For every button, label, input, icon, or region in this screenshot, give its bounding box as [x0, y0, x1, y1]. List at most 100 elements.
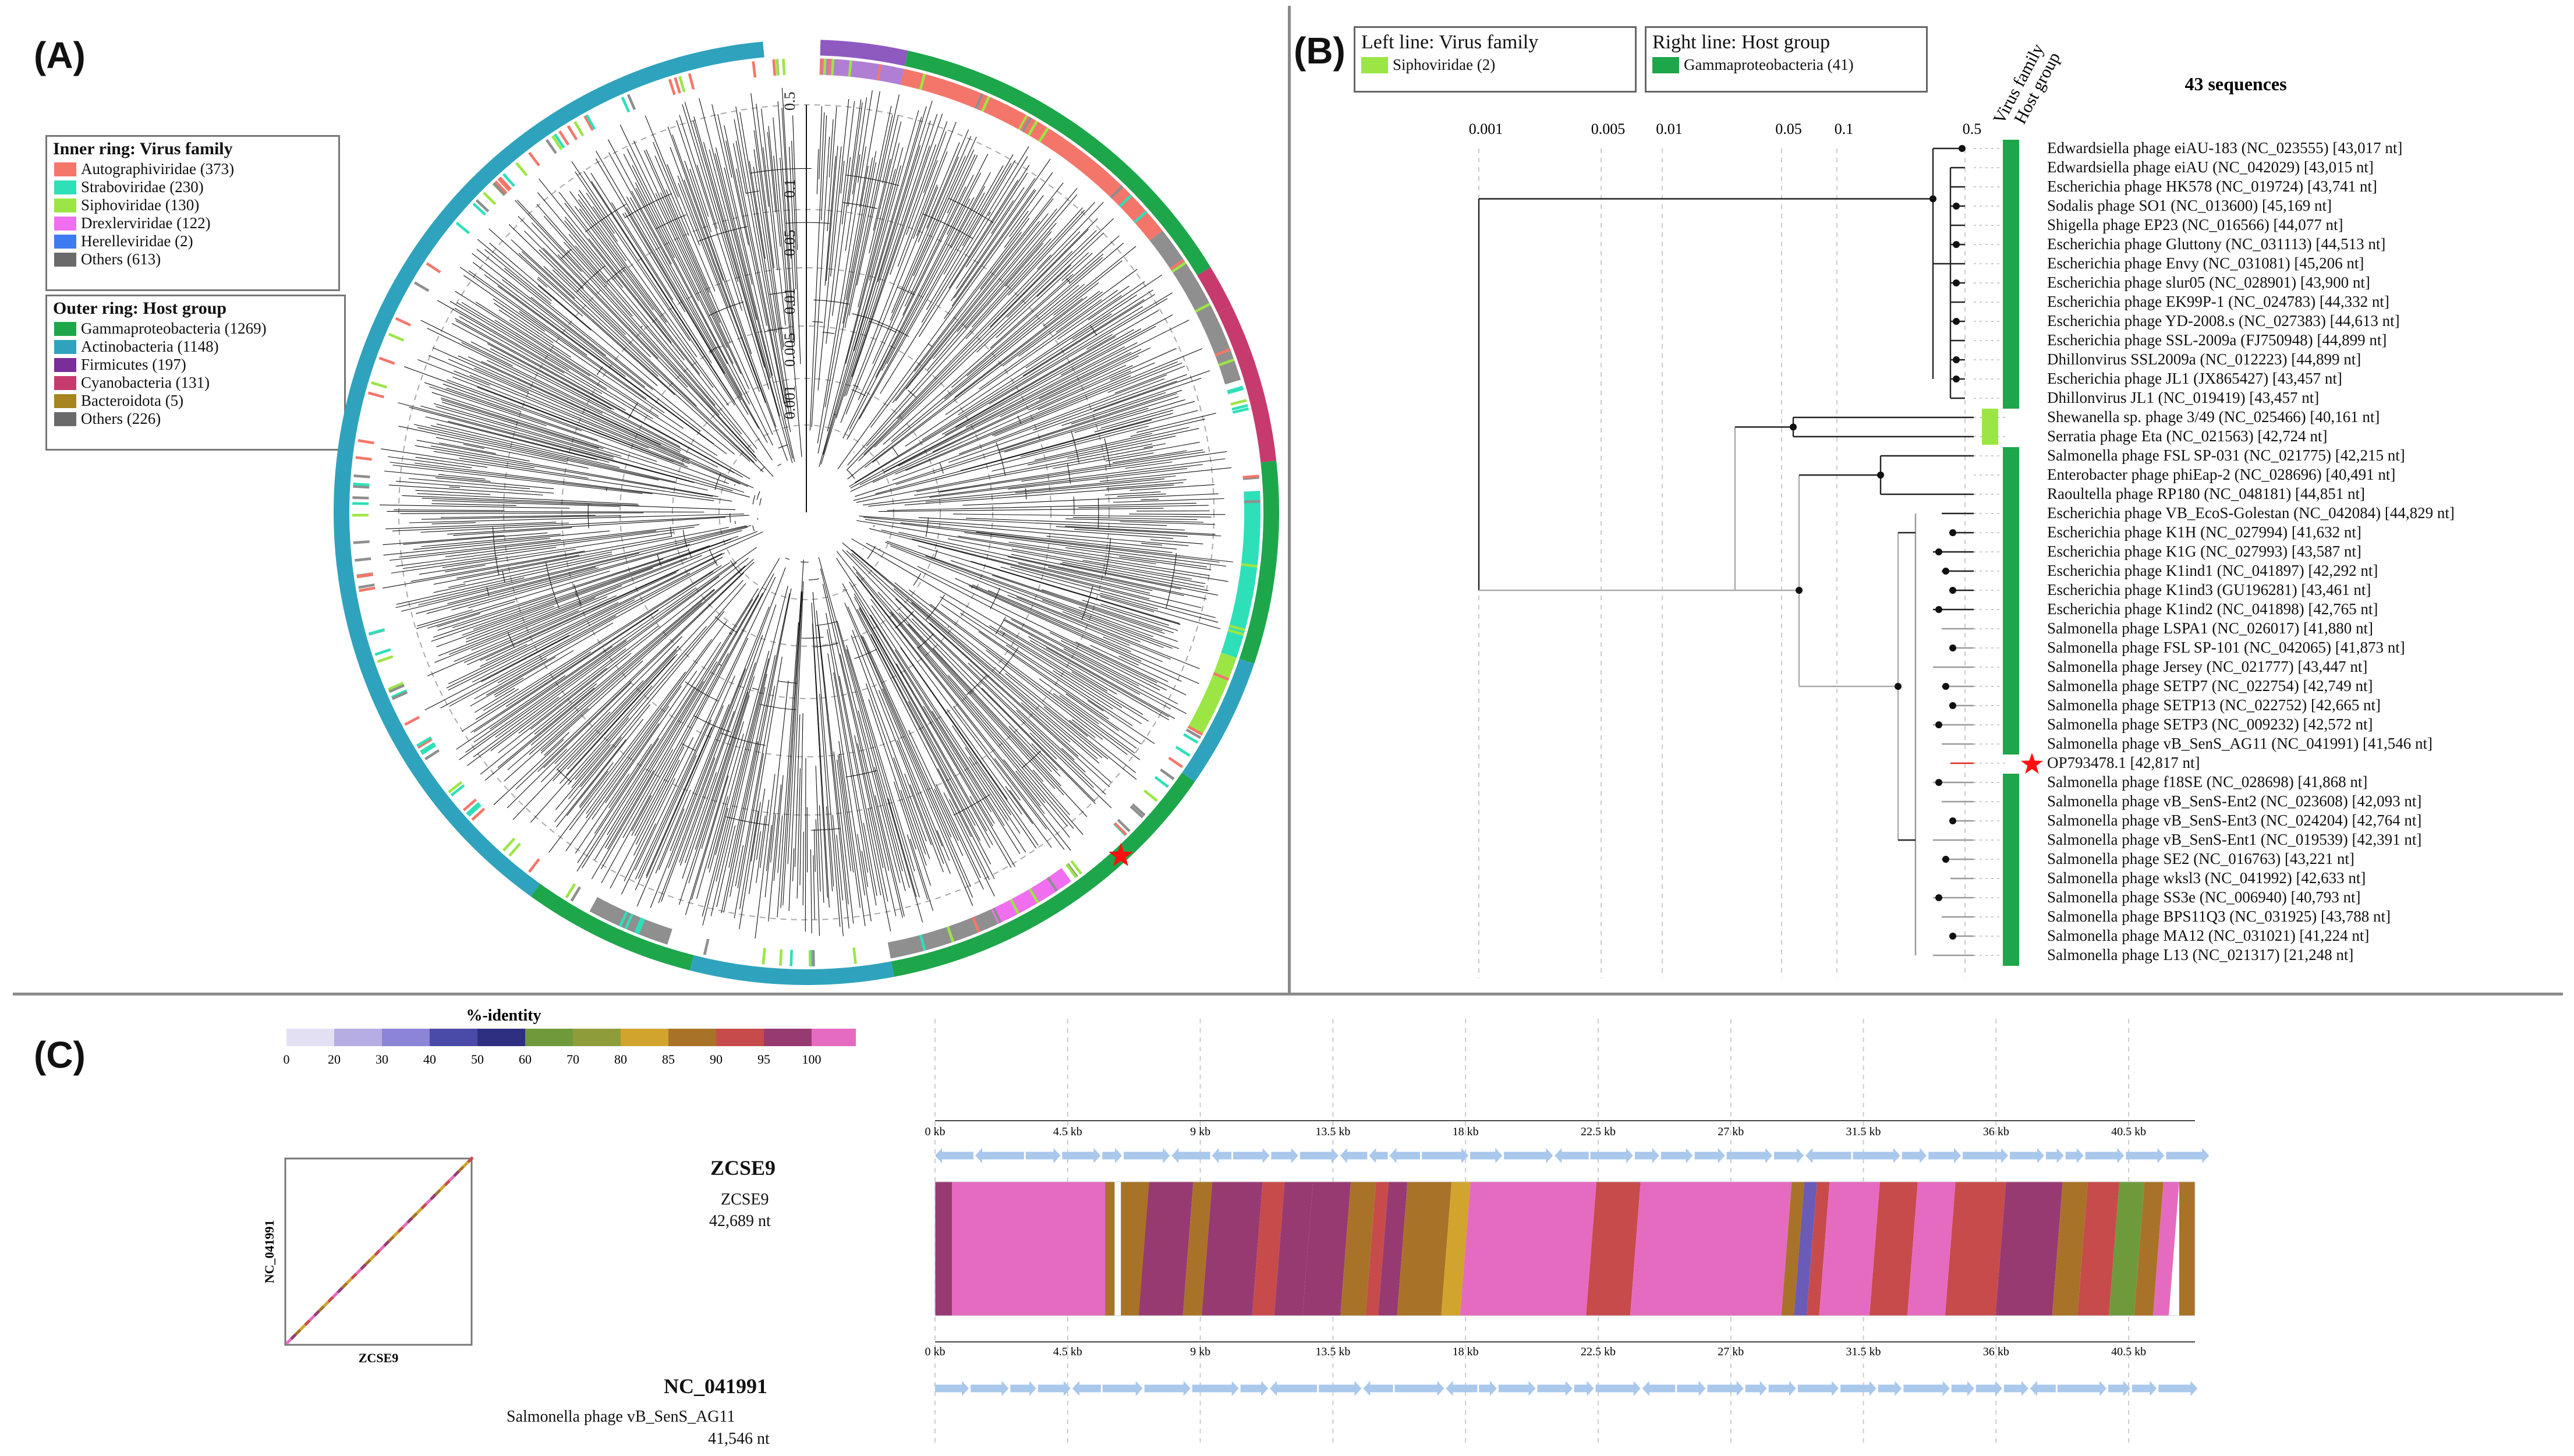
tree-branch [426, 567, 599, 614]
tree-branch [844, 105, 892, 328]
tree-branch [916, 184, 938, 236]
tree-arc [752, 495, 756, 505]
tree-branch [835, 121, 931, 419]
tree-arc [624, 193, 672, 218]
identity-swatch [525, 1029, 573, 1046]
tree-branch [448, 552, 725, 691]
tree-branch [865, 519, 1220, 563]
tree-branch [461, 342, 682, 451]
tree-branch [826, 806, 833, 892]
tree-arc [785, 222, 830, 224]
tree-branch [1072, 313, 1112, 340]
tree-branch [607, 598, 753, 835]
inner-ring-tick [852, 947, 857, 964]
dot-plot-segment [364, 1259, 371, 1266]
tree-branch [1061, 378, 1202, 426]
tree-arc [587, 504, 589, 529]
tree-branch [845, 147, 904, 364]
inner-ring-tick [1027, 120, 1039, 136]
tree-branch [753, 149, 784, 350]
dot-plot-segment [360, 1263, 367, 1270]
inner-ring-tick [387, 682, 404, 691]
scale-label: 0.5 [1963, 121, 1982, 137]
identity-swatch [430, 1029, 477, 1046]
tree-branch [868, 699, 932, 886]
tree-arc [925, 518, 929, 537]
inner-ring-tick [358, 583, 375, 589]
tree-branch [812, 623, 828, 898]
outer-swatch [54, 375, 76, 390]
top-gene-arrow [1124, 1148, 1170, 1163]
taxon-label: OP793478.1 [42,817 nt] [2047, 754, 2200, 771]
tree-branch [971, 561, 1180, 624]
bottom-kb-tick: 22.5 kb [1581, 1345, 1616, 1358]
tree-branch [658, 567, 786, 904]
tree-branch [461, 302, 653, 419]
radial-scale-label: 0.5 [781, 92, 798, 111]
tree-branch [471, 555, 702, 651]
dot-plot-segment [416, 1207, 423, 1214]
tree-branch [519, 311, 665, 413]
tree-branch [917, 566, 1157, 683]
inner-ring-tick [1160, 768, 1175, 781]
tree-branch [1100, 593, 1159, 610]
tree-branch [626, 196, 759, 429]
tree-branch [926, 129, 969, 229]
tree-branch [433, 347, 748, 487]
tree-branch [472, 599, 635, 683]
tree-arc [1090, 325, 1097, 336]
tree-branch [730, 588, 792, 897]
synteny-block [1378, 1182, 1408, 1316]
inner-ring-tick [1130, 805, 1144, 819]
tree-arc [606, 266, 626, 282]
tree-branch [902, 186, 966, 316]
dot-plot-segment [318, 1305, 325, 1312]
tree-arc [585, 204, 626, 232]
bottom-gene-arrow [1745, 1381, 1767, 1396]
tree-branch [817, 146, 842, 391]
tree-branch [905, 274, 1163, 447]
scale-label: 0.001 [1469, 121, 1503, 137]
inner-ring-tick [421, 743, 437, 755]
tree-edges [1478, 147, 1974, 957]
tree-branch [425, 416, 597, 460]
tree-branch [739, 811, 759, 930]
node-dot [1935, 894, 1942, 901]
tree-branch [856, 609, 992, 865]
tree-branch [459, 458, 589, 479]
tree-branch [819, 805, 824, 903]
tree-branch [564, 203, 757, 449]
tree-branch [1125, 461, 1173, 469]
tree-branch [1009, 790, 1052, 848]
tree-branch [830, 98, 849, 277]
tree-branch [1103, 636, 1163, 663]
bottom-gene-arrow [2057, 1381, 2107, 1396]
tree-branch [842, 583, 972, 837]
tree-branch [388, 484, 543, 495]
outer-legend-title: Outer ring: Host group [53, 299, 227, 318]
tree-branch [586, 621, 727, 814]
tree-branch [859, 607, 993, 845]
tree-branch [950, 186, 985, 249]
tree-branch [905, 213, 1049, 389]
tree-branch [611, 202, 674, 300]
tree-branch [854, 593, 1015, 867]
tree-branch [391, 557, 498, 574]
tree-branch [1129, 513, 1226, 515]
taxon-label: Sodalis phage SO1 (NC_013600) [45,169 nt… [2047, 197, 2332, 214]
tree-branch [954, 158, 1051, 299]
tree-branch [929, 464, 1203, 498]
tree-branch [894, 781, 916, 850]
tree-branch [1143, 443, 1166, 448]
bottom-gene-arrow [1270, 1381, 1318, 1396]
inner-ring-tick [1195, 303, 1211, 313]
siphoviridae-label: Siphoviridae (2) [1393, 56, 1496, 73]
tree-branch [863, 229, 1089, 455]
inner-ring-tick [378, 356, 395, 365]
inner-ring-tick [395, 317, 412, 327]
tree-branch [688, 676, 755, 884]
inner-ring-tick [545, 139, 557, 154]
identity-swatch [477, 1029, 525, 1046]
tree-arc [808, 578, 819, 580]
tree-branch [948, 370, 1210, 463]
